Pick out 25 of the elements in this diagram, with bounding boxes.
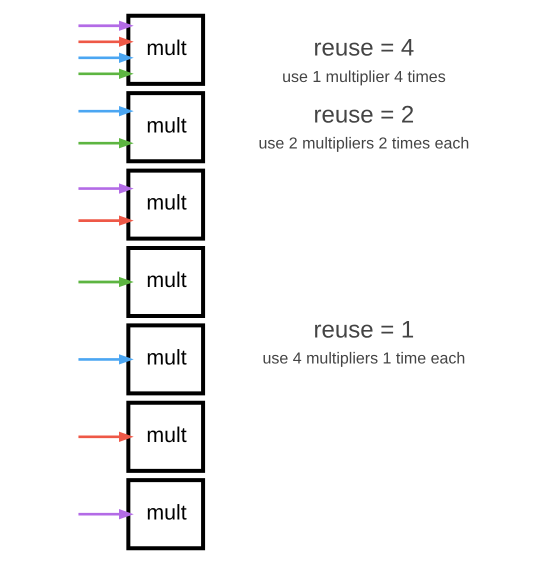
arrow (78, 276, 134, 288)
arrow (78, 215, 134, 226)
arrow (78, 36, 134, 47)
label: reuse = 1 (312, 316, 414, 344)
node-box: mult (126, 14, 205, 86)
node-box: mult (126, 168, 205, 241)
arrow (78, 52, 134, 63)
arrow (78, 183, 134, 194)
arrow (78, 138, 134, 148)
arrow (78, 432, 134, 442)
arrow (78, 509, 134, 520)
arrow (78, 20, 134, 31)
node-box: mult (126, 91, 205, 164)
arrow (78, 106, 134, 116)
node-box: mult (126, 478, 205, 550)
arrow (78, 354, 134, 365)
arrow (78, 68, 134, 79)
label: use 2 multipliers 2 times each (258, 136, 469, 153)
label: use 4 multipliers 1 time each (262, 350, 465, 368)
label: reuse = 2 (312, 101, 414, 128)
node-box: mult (126, 323, 205, 396)
node-box: mult (126, 246, 205, 318)
node-box: mult (126, 400, 205, 473)
label: use 1 multiplier 4 times (282, 68, 446, 86)
label: reuse = 4 (312, 34, 414, 62)
